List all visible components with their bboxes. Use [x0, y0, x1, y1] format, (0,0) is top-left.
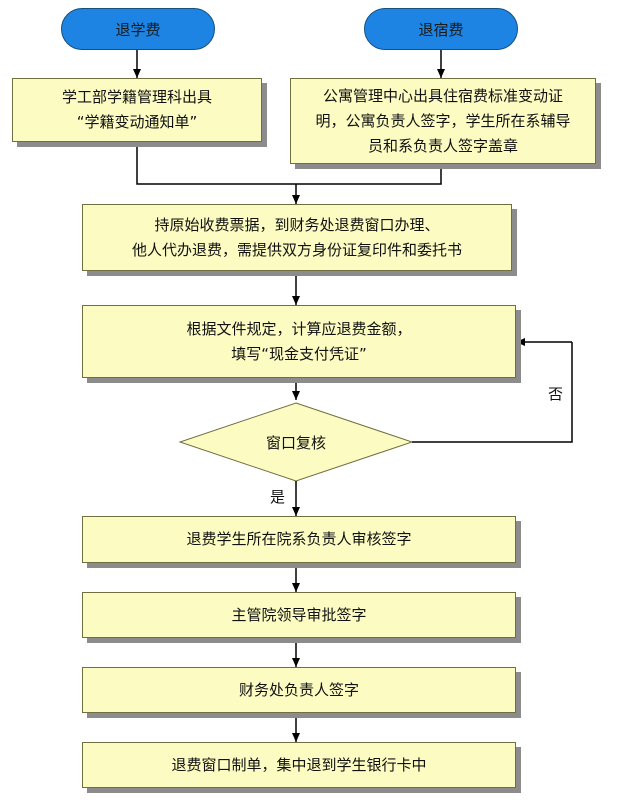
box-dept-sign: 退费学生所在院系负责人审核签字 [82, 516, 516, 563]
box-calculate-amount-line-1: 根据文件规定，计算应退费金额， [186, 319, 412, 338]
label-no: 否 [548, 385, 564, 403]
review-diamond-label: 窗口复核 [265, 433, 326, 452]
no-loop-connector [412, 342, 573, 443]
start-tuition-refund: 退学费 [61, 8, 215, 50]
box-calculate-amount: 根据文件规定，计算应退费金额， 填写“现金支付凭证” [82, 305, 516, 378]
start-dorm-refund: 退宿费 [364, 8, 518, 50]
box-apply-refund: 持原始收费票据，到财务处退费窗口办理、 他人代办退费，需提供双方身份证复印件和委… [82, 204, 512, 271]
merge-connector [136, 142, 442, 185]
box-dorm-certificate: 公寓管理中心出具住宿费标准变动证 明，公寓负责人签字，学生所在系辅导 员和系负责… [290, 78, 596, 164]
label-yes: 是 [270, 488, 286, 506]
box-dept-sign-text: 退费学生所在院系负责人审核签字 [186, 530, 412, 548]
box-finance-sign-text: 财务处负责人签字 [238, 680, 359, 699]
box-dorm-certificate-line-2: 明，公寓负责人签字，学生所在系辅导 [315, 111, 571, 130]
box-transfer-to-card: 退费窗口制单，集中退到学生银行卡中 [82, 742, 516, 788]
box-apply-refund-line-1: 持原始收费票据，到财务处退费窗口办理、 [154, 215, 440, 234]
box-transfer-to-card-text: 退费窗口制单，集中退到学生银行卡中 [171, 755, 427, 774]
box-tuition-notice-line-2: “学籍变动通知单” [76, 113, 198, 131]
box-calculate-amount-line-2: 填写“现金支付凭证” [231, 344, 367, 363]
box-leader-sign: 主管院领导审批签字 [82, 592, 516, 638]
box-finance-sign: 财务处负责人签字 [82, 667, 516, 713]
box-apply-refund-line-2: 他人代办退费，需提供双方身份证复印件和委托书 [131, 240, 462, 259]
box-leader-sign-text: 主管院领导审批签字 [231, 605, 367, 624]
box-tuition-notice: 学工部学籍管理科出具 “学籍变动通知单” [12, 78, 262, 142]
box-tuition-notice-line-1: 学工部学籍管理科出具 [61, 88, 212, 106]
box-dorm-certificate-line-1: 公寓管理中心出具住宿费标准变动证 [322, 86, 563, 105]
box-dorm-certificate-line-3: 员和系负责人签字盖章 [367, 136, 518, 155]
